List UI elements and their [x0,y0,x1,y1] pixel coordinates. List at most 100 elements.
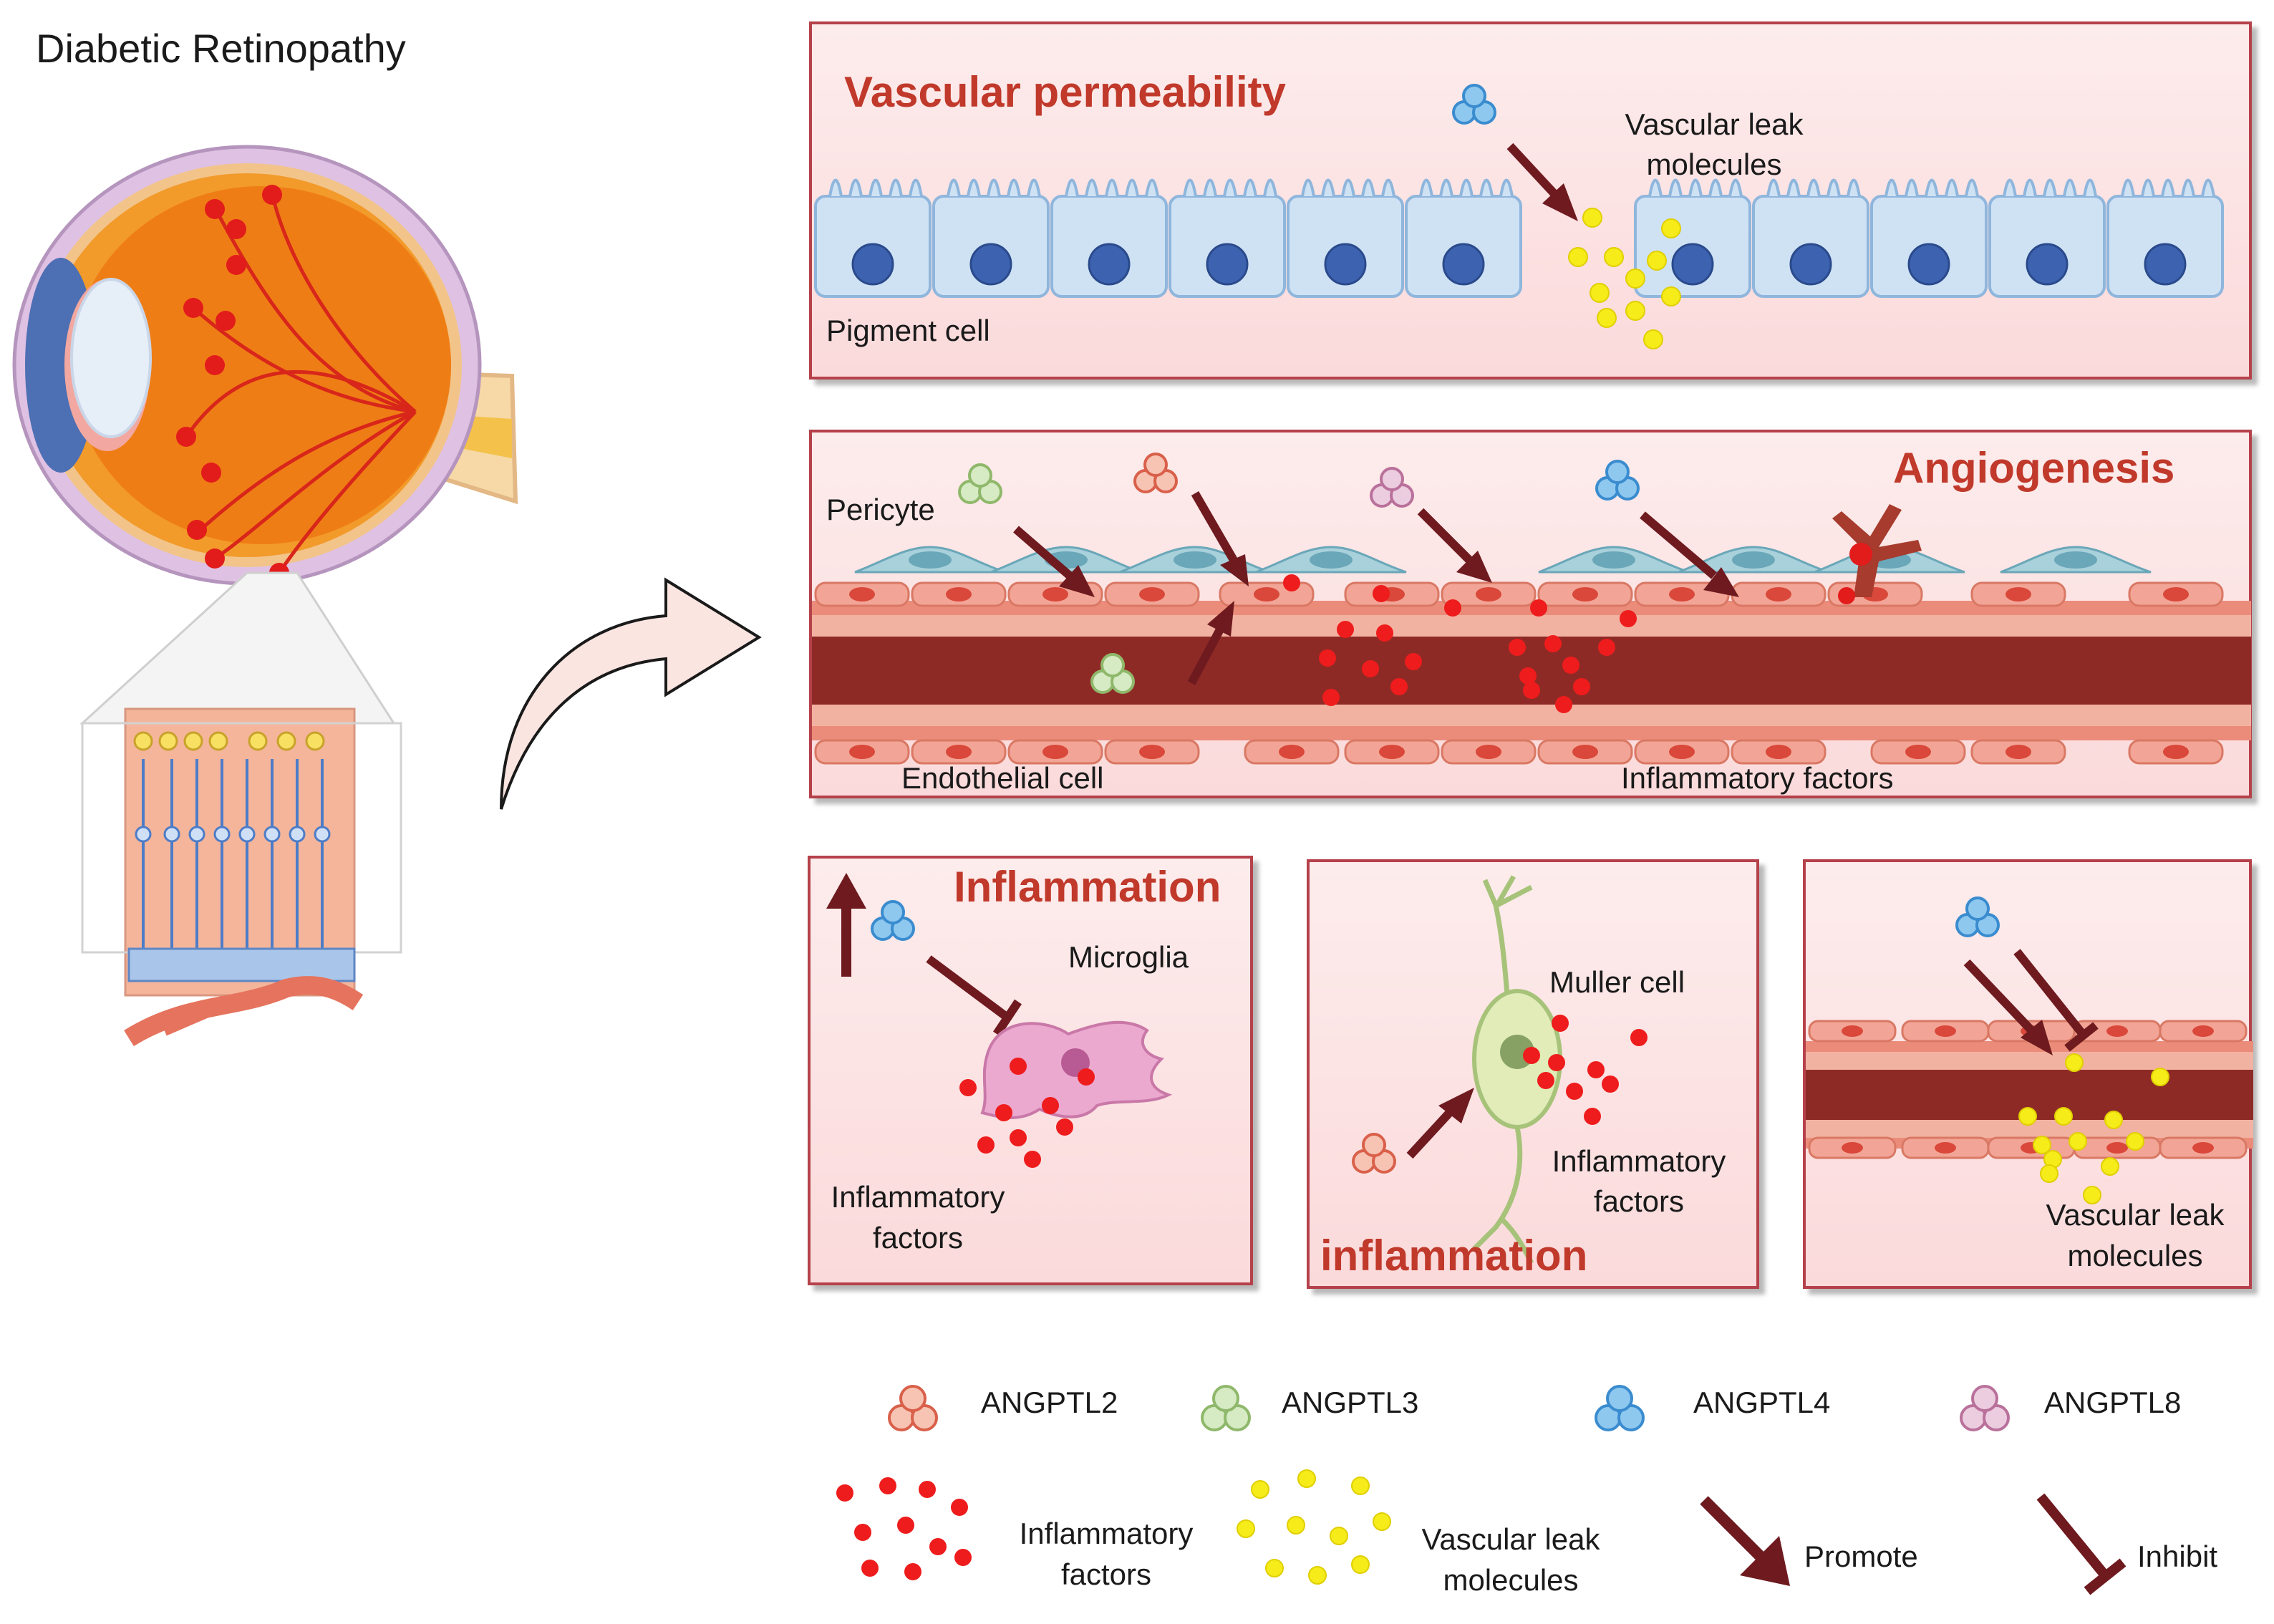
legend-inflammatory-dot [861,1560,879,1577]
endothelial-cell [814,739,910,765]
pigment-cell [1287,178,1404,298]
inflammatory-factor [1573,678,1590,695]
promote-arrow [1963,959,2053,1055]
inflammatory-factor [1537,1072,1554,1089]
angptl4-cluster [871,900,915,941]
endothelial-cell-label: Endothelial cell [901,761,1104,795]
inflammatory-factor [1544,635,1562,652]
endothelial-cell [1808,1136,1897,1159]
inflammatory-factor [1337,621,1354,638]
legend-leak-dot [1297,1469,1316,1488]
legend-inflammatory-dot [854,1524,871,1541]
pigment-cell [814,178,932,298]
endothelial-cell [1441,739,1537,765]
inflammatory-factor [1555,696,1572,713]
pigment-cell [1050,178,1168,298]
inflammatory-factor [1620,610,1637,627]
inflammatory-factor [1519,667,1537,685]
legend-inflammatory-dot [951,1499,968,1516]
inflammatory-factor [1362,660,1379,677]
inflammatory-factor [1530,599,1547,617]
inflammatory-factor [1602,1076,1619,1093]
vascular-leak-molecule [1590,283,1610,303]
inflammatory-factor [1444,599,1461,617]
panel-muller-inflammation: Muller cell Inflammatory factors inflamm… [1307,859,1759,1289]
eye-illustration [12,145,518,1047]
leak-label-line2: molecules [1646,148,1782,181]
leak-label-line1: Vascular leak [2046,1198,2225,1232]
endothelial-cell [1901,1136,1990,1159]
legend-leak-dot [1351,1555,1370,1574]
inflammatory-factor [1523,682,1540,699]
inflammatory-factor [1587,1061,1605,1078]
inflammatory-factor [1509,639,1526,656]
promote-arrow [1506,142,1578,221]
endothelial-cell [2159,1136,2248,1159]
vascular-leak-molecule [1604,247,1624,267]
vascular-leak-molecule [1625,269,1645,289]
up-arrow-icon [826,873,866,977]
vascular-leak-molecule [2083,1186,2101,1204]
legend-promote-label: Promote [1804,1540,1918,1573]
legend-leak-dot [1373,1512,1391,1531]
promote-arrow [1406,1088,1474,1159]
vascular-leak-molecule [1647,251,1667,271]
vascular-leak-molecule [2101,1157,2119,1176]
endothelial-cell [1344,739,1440,765]
legend-leak-dot [1308,1566,1327,1585]
endothelial-cell [1104,581,1200,607]
legend-leak-dot [1351,1476,1370,1495]
inflammatory-label-line1: Inflammatory [831,1180,1005,1214]
vascular-leak-molecule [1568,247,1588,267]
legend-leak-dot [1265,1559,1284,1577]
vessel-section [812,453,2251,765]
pericyte-cell [1538,546,1690,574]
endothelial-cell [1441,581,1537,607]
inflammatory-factor [977,1136,995,1154]
legend-inflammatory-dot [904,1563,921,1580]
panel-angiogenesis: Angiogenesis Pericyte Endothelial cell I… [809,430,2252,798]
inflammatory-factor [1376,624,1393,642]
inflammatory-factor [1566,1083,1583,1100]
pigment-cell [2106,178,2224,298]
pericyte-label: Pericyte [826,493,935,526]
legend-inflammatory-dot [879,1477,896,1494]
inflammatory-label-line2: factors [1593,1184,1685,1218]
legend-angptl2-icon [888,1385,938,1431]
vascular-leak-molecule [1643,329,1663,349]
endothelial-cell [1808,1020,1897,1043]
legend-leak-label-line2: molecules [1443,1563,1579,1597]
legend-angptl2-label: ANGPTL2 [981,1386,1118,1419]
angptl2-cluster [1352,1133,1396,1174]
panel-title: Vascular permeability [844,68,1286,116]
vascular-leak-molecule [2040,1164,2058,1183]
legend-angptl4-icon [1595,1385,1645,1431]
muller-cell-label: Muller cell [1549,965,1685,999]
vessel-leak-diagram [1806,896,2253,1204]
legend-angptl8-label: ANGPTL8 [2044,1386,2182,1419]
muller-diagram [1352,875,1648,1265]
legend-leak-icon [1237,1469,1391,1585]
inflammatory-factor [1078,1068,1095,1086]
inflammatory-factor [1283,574,1300,591]
endothelial-cell [2128,739,2224,765]
angptl8-cluster [1370,467,1414,508]
pigment-cell [1752,178,1869,298]
leak-label-line2: molecules [2067,1239,2203,1272]
inflammatory-factor [1630,1029,1648,1046]
legend-angptl3-label: ANGPTL3 [1282,1386,1419,1419]
muller-cell-processes [1472,875,1534,1265]
inflammatory-factor [1056,1118,1073,1136]
angptl4-cluster [1595,460,1640,501]
inflammatory-factor [1390,678,1408,695]
inflammatory-factor [1373,585,1390,602]
panel-title: Angiogenesis [1893,444,2175,492]
pigment-cell [1634,178,1751,298]
legend-inflammatory-dot [919,1481,936,1498]
main-title: Diabetic Retinopathy [36,26,406,71]
inhibit-arrow [926,955,1022,1037]
legend-angptl3-icon [1201,1385,1251,1431]
panel-vessel-leak: Vascular leak molecules [1803,859,2253,1289]
legend-leak-dot [1287,1516,1305,1534]
